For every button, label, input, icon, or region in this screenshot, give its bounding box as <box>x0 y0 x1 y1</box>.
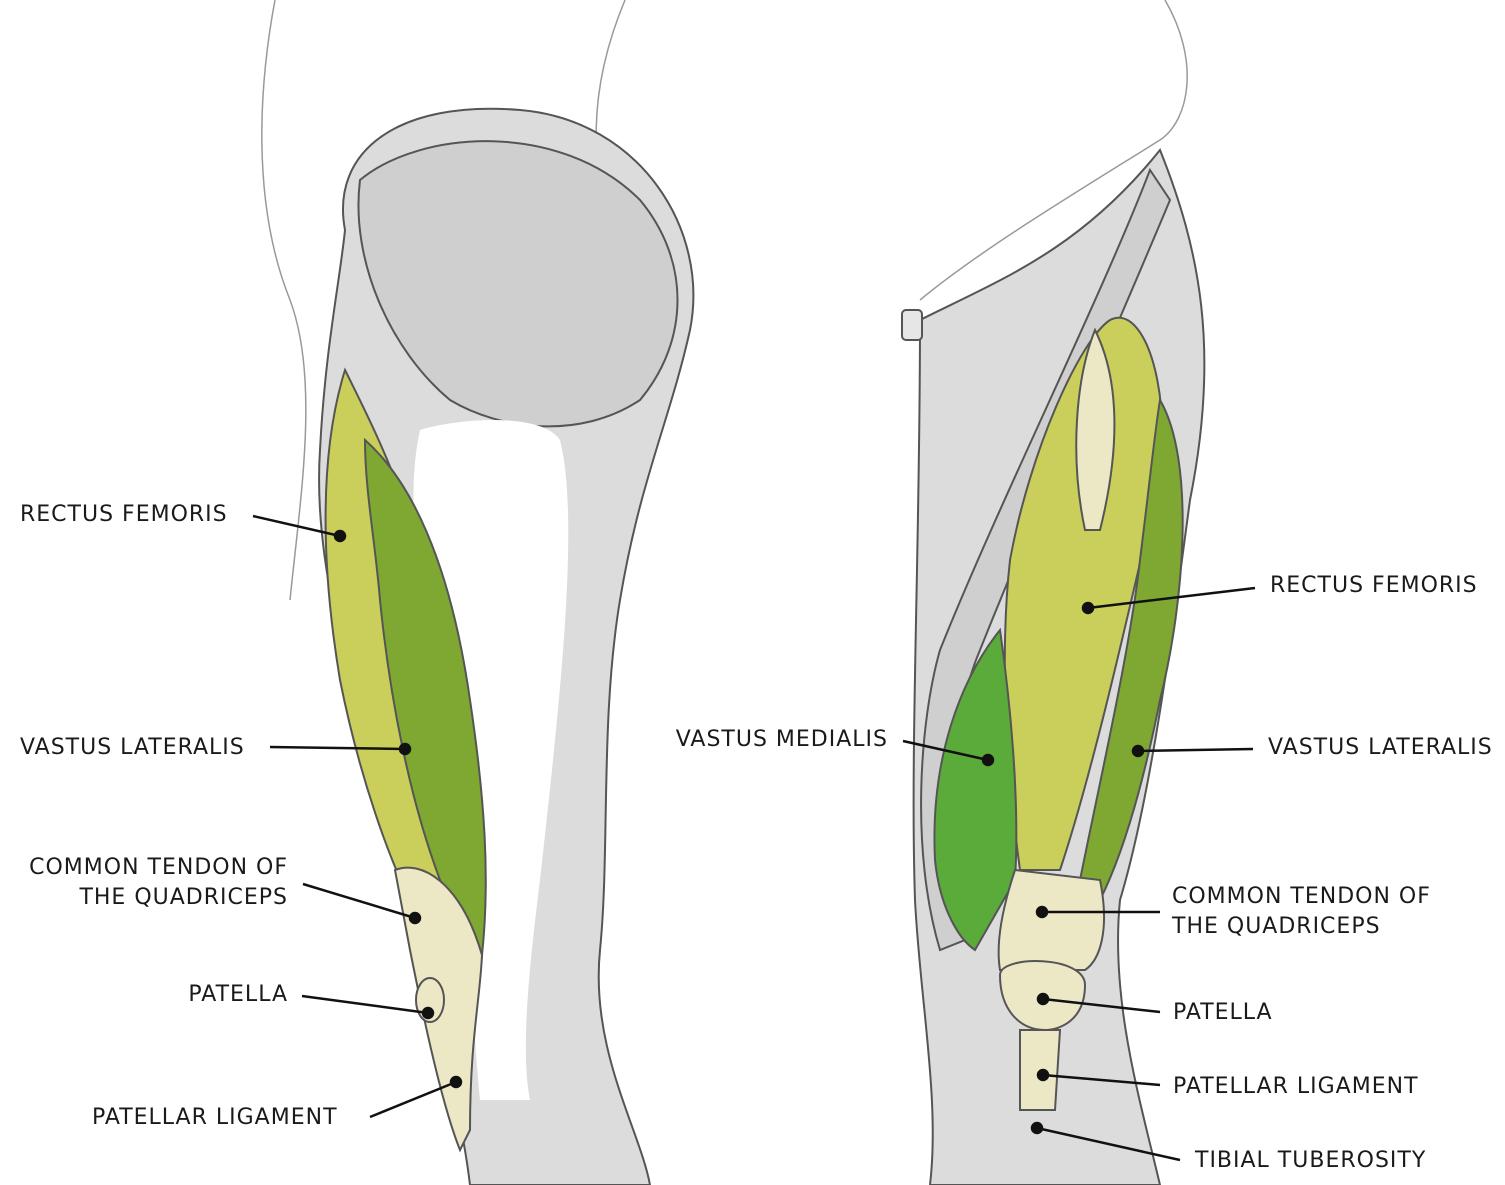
body-outline-left <box>261 0 307 601</box>
label-right-tibial-tuberosity: TIBIAL TUBEROSITY <box>1195 1148 1427 1173</box>
label-left-common-tendon-line1: COMMON TENDON OF <box>29 855 288 880</box>
label-right-common-tendon-line2: THE QUADRICEPS <box>1172 914 1381 939</box>
label-right-rectus-femoris: RECTUS FEMORIS <box>1270 573 1478 598</box>
body-outline-right <box>919 0 1188 301</box>
left-leg <box>318 107 695 1185</box>
label-right-vastus-medialis: VASTUS MEDIALIS <box>675 727 888 752</box>
label-left-common-tendon-line2: THE QUADRICEPS <box>79 885 288 910</box>
right-leg <box>901 148 1206 1185</box>
pointer-dot <box>333 529 347 543</box>
label-right-common-tendon-line1: COMMON TENDON OF <box>1172 884 1431 909</box>
label-left-rectus-femoris: RECTUS FEMORIS <box>20 502 228 527</box>
label-right-vastus-lateralis: VASTUS LATERALIS <box>1268 735 1493 760</box>
label-right-patellar-ligament: PATELLAR LIGAMENT <box>1173 1074 1419 1099</box>
label-right-patella: PATELLA <box>1173 1000 1273 1025</box>
label-left-vastus-lateralis: VASTUS LATERALIS <box>20 735 245 760</box>
leader-lines <box>252 514 1256 1162</box>
label-left-patellar-ligament: PATELLAR LIGAMENT <box>92 1105 338 1130</box>
label-left-patella: PATELLA <box>188 982 288 1007</box>
